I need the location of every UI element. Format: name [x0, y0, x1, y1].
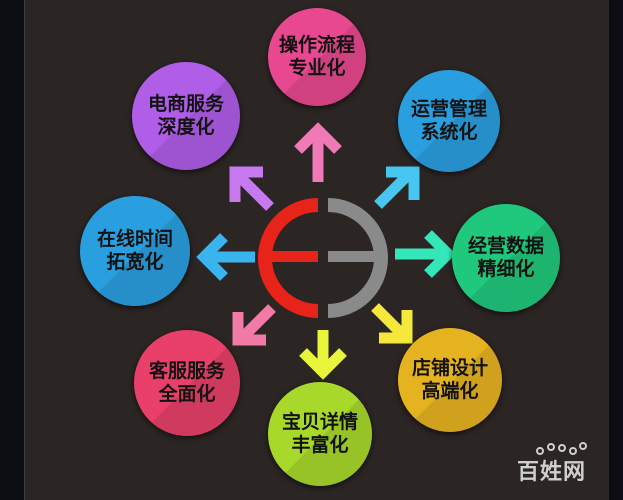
- arrow-down-left-icon: [232, 304, 276, 346]
- node-operation-process: 操作流程 专业化: [268, 8, 366, 106]
- node-label-line1: 店铺设计: [411, 357, 488, 379]
- watermark-dots-icon: [536, 442, 587, 455]
- node-label-line2: 拓宽化: [106, 251, 164, 273]
- node-label-line1: 在线时间: [96, 228, 173, 250]
- node-label-line2: 高端化: [421, 380, 479, 402]
- node-label-line1: 客服服务: [148, 360, 225, 382]
- node-label-line2: 精细化: [477, 258, 535, 280]
- node-label-line1: 经营数据: [467, 235, 544, 257]
- node-label-line1: 操作流程: [278, 34, 355, 56]
- node-label-line2: 全面化: [158, 383, 216, 405]
- arrow-right-icon: [395, 230, 456, 278]
- arrow-down-right-icon: [371, 303, 413, 344]
- arrow-up-icon: [294, 122, 342, 182]
- watermark: 百姓网: [515, 442, 605, 485]
- arrow-up-left-icon: [229, 166, 274, 211]
- node-label-line1: 宝贝详情: [281, 411, 358, 433]
- node-label-line2: 专业化: [288, 57, 346, 79]
- arrow-left-icon: [196, 233, 255, 281]
- node-operation-management: 运营管理 系统化: [398, 70, 500, 172]
- node-store-design: 店铺设计 高端化: [398, 328, 502, 432]
- watermark-text: 百姓网: [517, 460, 587, 485]
- node-label-line2: 系统化: [420, 121, 478, 143]
- node-label-line1: 电商服务: [147, 93, 224, 115]
- center-logo-icon: [258, 198, 388, 318]
- node-label-line2: 丰富化: [291, 434, 349, 456]
- arrow-up-right-icon: [374, 166, 420, 209]
- node-ecommerce-service: 电商服务 深度化: [132, 62, 240, 170]
- node-label-line2: 深度化: [157, 116, 215, 138]
- node-product-details: 宝贝详情 丰富化: [268, 382, 372, 486]
- node-online-time: 在线时间 拓宽化: [80, 196, 190, 306]
- node-customer-service: 客服服务 全面化: [134, 330, 240, 436]
- node-label-line1: 运营管理: [410, 98, 487, 120]
- node-business-data: 经营数据 精细化: [452, 204, 560, 312]
- arrow-down-icon: [299, 330, 347, 380]
